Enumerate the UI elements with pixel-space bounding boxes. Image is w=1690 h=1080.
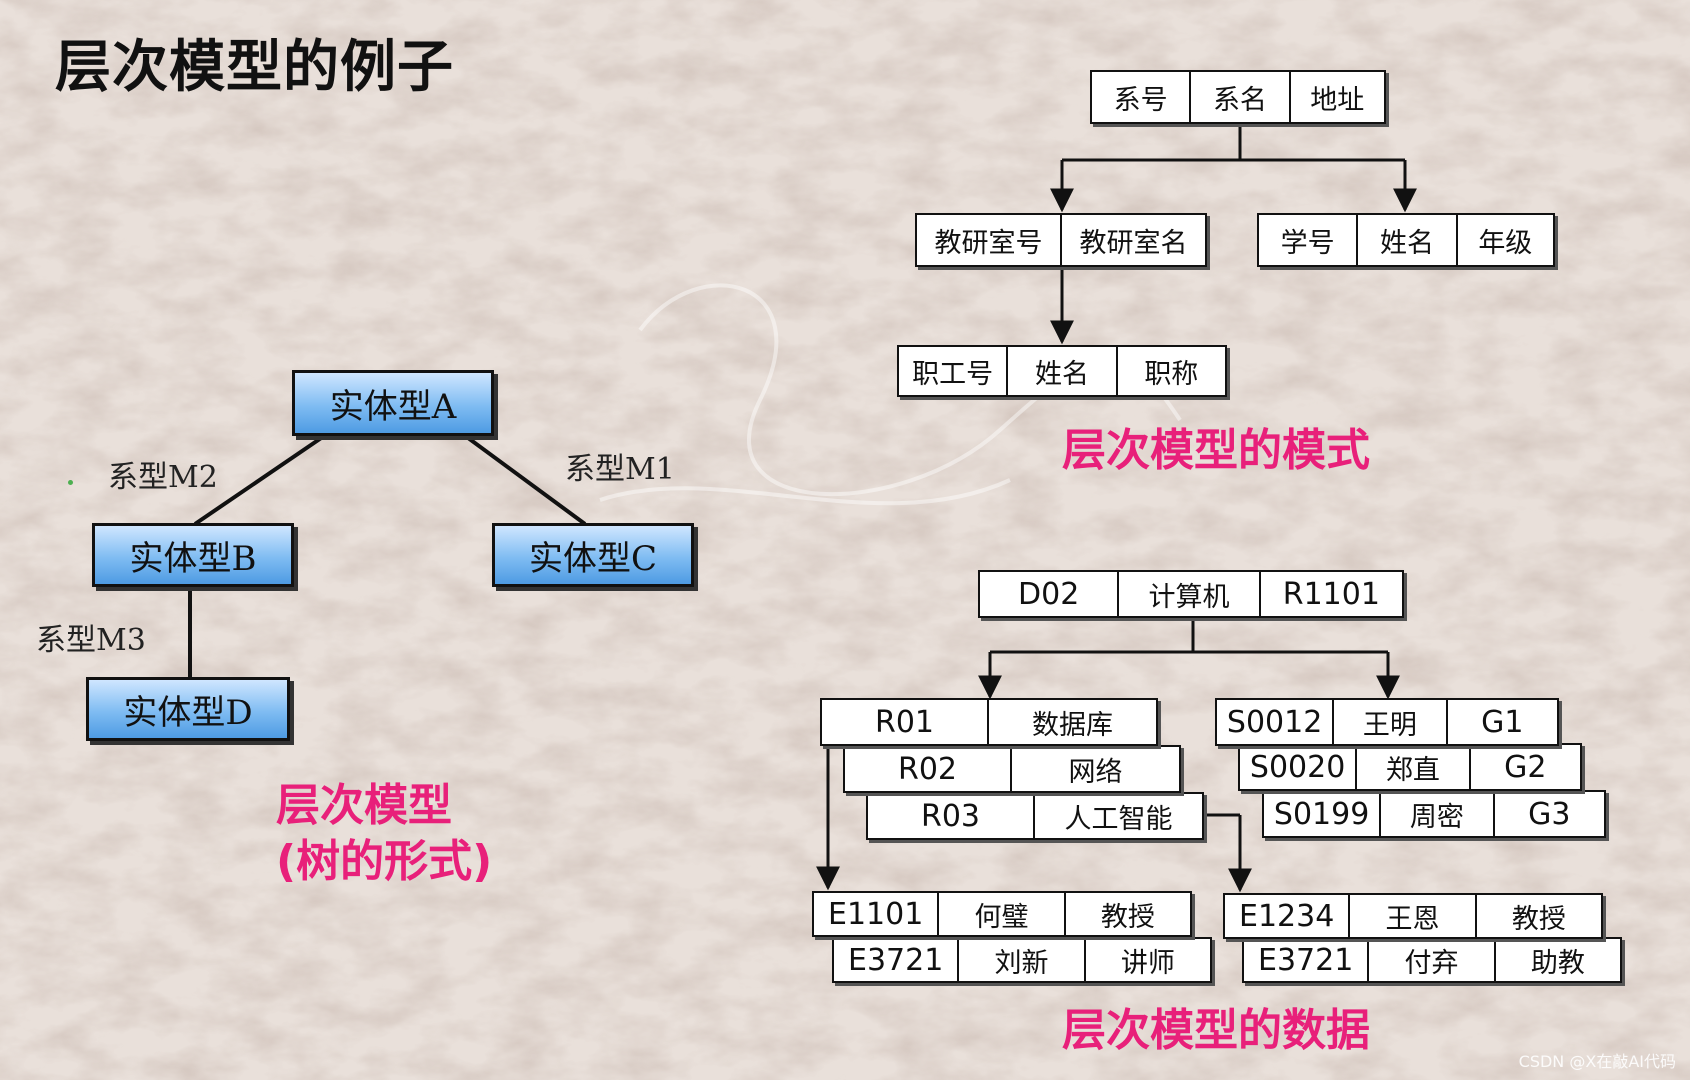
staff-id: E1234 bbox=[1225, 895, 1351, 937]
student-grade: G2 bbox=[1504, 749, 1547, 785]
schema-root-field: 系名 bbox=[1191, 72, 1291, 122]
student-grade: G1 bbox=[1481, 704, 1524, 740]
schema-child-field: 职工号 bbox=[899, 347, 1009, 395]
staff-id: E1101 bbox=[814, 893, 940, 935]
staff-record: E3721 付弃 助教 bbox=[1242, 937, 1622, 983]
student-id: S0199 bbox=[1264, 792, 1382, 836]
tree-caption-line1: 层次模型 bbox=[276, 780, 452, 831]
student-id: S0012 bbox=[1217, 700, 1335, 744]
room-name: 网络 bbox=[1068, 756, 1123, 788]
tree-caption: 层次模型 (树的形式) bbox=[276, 778, 492, 890]
room-name: 数据库 bbox=[1032, 709, 1113, 741]
schema-right-field: 年级 bbox=[1478, 227, 1533, 259]
schema-left-field: 教研室名 bbox=[1079, 227, 1188, 259]
watermark-text: CSDN @X在敲AI代码 bbox=[1518, 1052, 1676, 1071]
schema-root-field: 地址 bbox=[1310, 84, 1365, 116]
schema-right-field: 姓名 bbox=[1358, 215, 1458, 265]
room-record: R01 数据库 bbox=[820, 698, 1158, 746]
tree-caption-line2: (树的形式) bbox=[276, 836, 493, 887]
entity-d-label: 实体型D bbox=[123, 692, 253, 733]
schema-left-record: 教研室号 教研室名 bbox=[915, 213, 1207, 267]
relation-m2-label: 系型M2 bbox=[108, 460, 218, 495]
staff-title: 教授 bbox=[1511, 903, 1566, 935]
entity-b-label: 实体型B bbox=[129, 538, 257, 579]
room-id: R02 bbox=[845, 747, 1013, 791]
staff-record: E1101 何璧 教授 bbox=[812, 891, 1192, 937]
student-record: S0020 郑直 G2 bbox=[1238, 743, 1582, 791]
data-root-record: D02 计算机 R1101 bbox=[978, 570, 1404, 618]
entity-b-box: 实体型B bbox=[92, 523, 294, 587]
student-grade: G3 bbox=[1528, 796, 1571, 832]
staff-title: 讲师 bbox=[1120, 947, 1175, 979]
staff-name: 付弃 bbox=[1369, 939, 1496, 981]
entity-c-label: 实体型C bbox=[528, 538, 657, 579]
staff-name: 刘新 bbox=[959, 939, 1086, 981]
data-caption: 层次模型的数据 bbox=[1062, 1005, 1370, 1056]
room-record: R02 网络 bbox=[843, 745, 1181, 793]
staff-id: E3721 bbox=[1244, 939, 1370, 981]
room-id: R01 bbox=[822, 700, 990, 744]
room-record: R03 人工智能 bbox=[866, 792, 1204, 840]
staff-title: 助教 bbox=[1530, 947, 1585, 979]
schema-right-field: 学号 bbox=[1259, 215, 1359, 265]
staff-name: 王恩 bbox=[1350, 895, 1477, 937]
data-root-field: 计算机 bbox=[1119, 572, 1261, 616]
relation-m3-label: 系型M3 bbox=[36, 623, 146, 658]
page-title: 层次模型的例子 bbox=[55, 35, 454, 100]
student-name: 周密 bbox=[1381, 792, 1495, 836]
bullet-dot bbox=[68, 480, 73, 485]
student-record: S0199 周密 G3 bbox=[1262, 790, 1606, 838]
data-root-field: D02 bbox=[980, 572, 1120, 616]
room-name: 人工智能 bbox=[1064, 803, 1173, 835]
schema-child-field: 职称 bbox=[1144, 358, 1199, 390]
staff-record: E1234 王恩 教授 bbox=[1223, 893, 1603, 939]
student-name: 王明 bbox=[1334, 700, 1448, 744]
staff-name: 何璧 bbox=[939, 893, 1066, 935]
staff-record: E3721 刘新 讲师 bbox=[832, 937, 1212, 983]
schema-right-record: 学号 姓名 年级 bbox=[1257, 213, 1555, 267]
room-id: R03 bbox=[868, 794, 1036, 838]
schema-root-field: 系号 bbox=[1092, 72, 1192, 122]
entity-c-box: 实体型C bbox=[492, 523, 694, 587]
student-name: 郑直 bbox=[1357, 745, 1471, 789]
entity-a-label: 实体型A bbox=[329, 386, 457, 427]
schema-left-field: 教研室号 bbox=[917, 215, 1062, 265]
staff-id: E3721 bbox=[834, 939, 960, 981]
relation-m1-label: 系型M1 bbox=[565, 452, 675, 487]
schema-child-field: 姓名 bbox=[1008, 347, 1118, 395]
staff-title: 教授 bbox=[1100, 901, 1155, 933]
student-id: S0020 bbox=[1240, 745, 1358, 789]
schema-caption: 层次模型的模式 bbox=[1062, 425, 1370, 476]
schema-child-record: 职工号 姓名 职称 bbox=[897, 345, 1227, 397]
schema-root-record: 系号 系名 地址 bbox=[1090, 70, 1386, 124]
student-record: S0012 王明 G1 bbox=[1215, 698, 1559, 746]
data-root-field: R1101 bbox=[1282, 576, 1380, 612]
entity-a-box: 实体型A bbox=[292, 370, 494, 436]
entity-d-box: 实体型D bbox=[86, 677, 290, 741]
